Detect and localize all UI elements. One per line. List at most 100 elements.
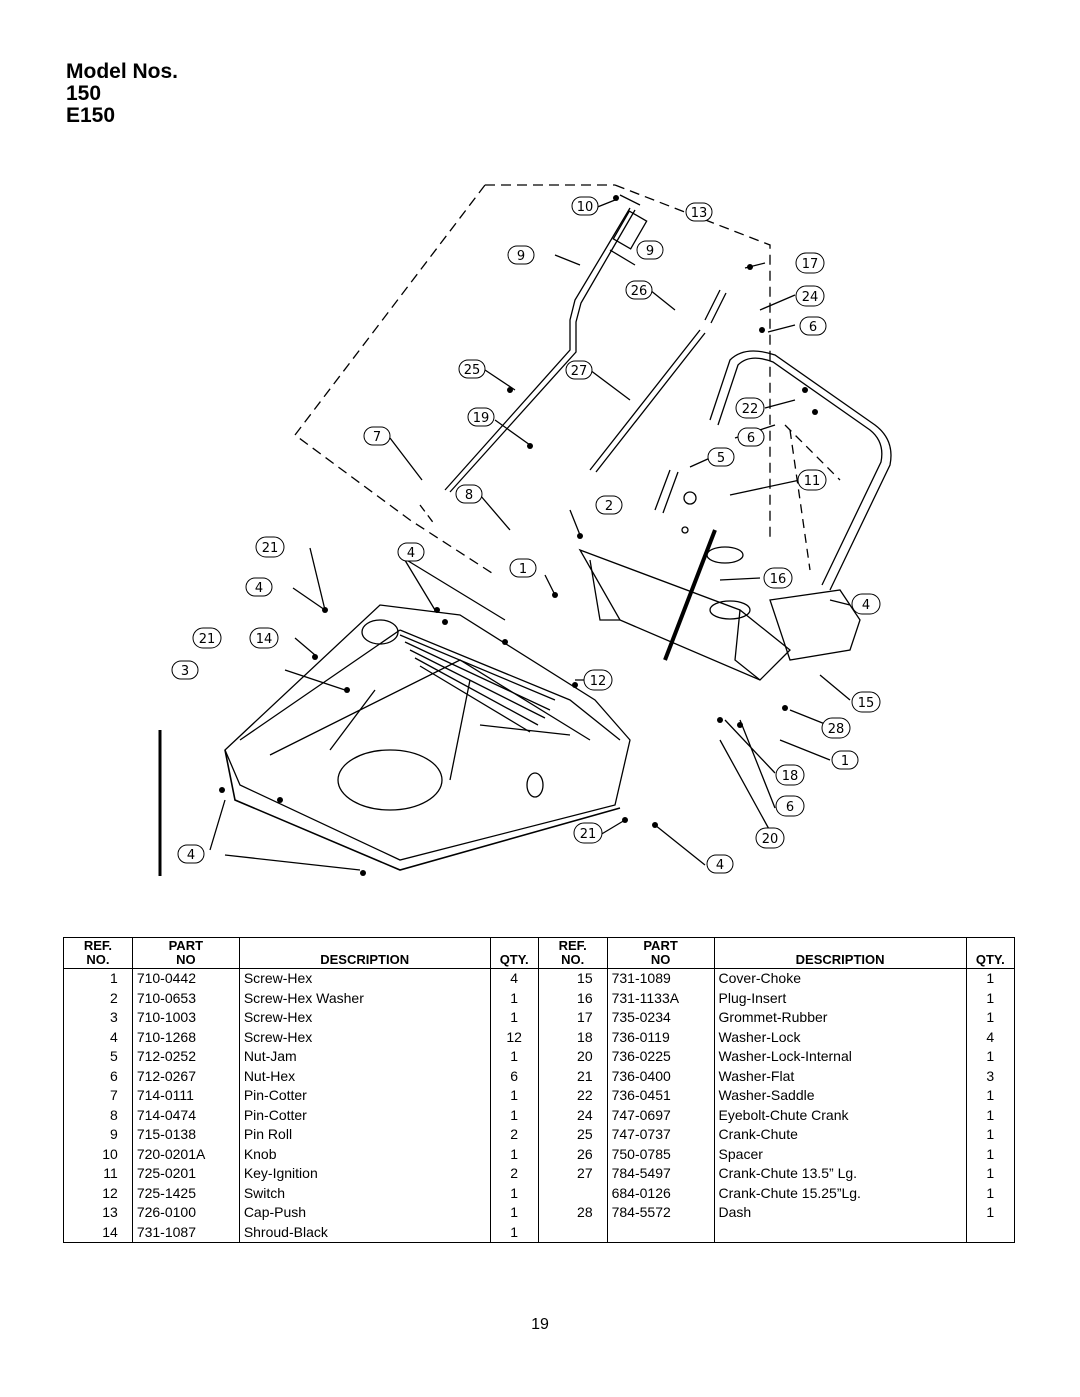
left-desc-cell: Key-Ignition	[238, 1164, 491, 1184]
crank-chute-rod-2	[589, 329, 706, 473]
right-qty-cell: 4	[965, 1027, 1016, 1047]
right-part-cell: 731-1089	[606, 968, 715, 989]
right-qty-cell: 1	[965, 1008, 1016, 1028]
svg-text:9: 9	[646, 244, 654, 259]
left-ref-cell: 2	[63, 988, 133, 1008]
svg-text:22: 22	[742, 402, 759, 417]
left-part-cell: 710-0653	[131, 988, 240, 1008]
title-model-nos: Model Nos.	[66, 60, 179, 83]
left-desc-cell: Nut-Hex	[238, 1066, 491, 1086]
header-partno-left: NO	[131, 952, 240, 969]
right-desc-cell: Washer-Saddle	[713, 1086, 967, 1106]
header-blank-qty-right	[965, 937, 1016, 952]
dash-bracket	[578, 548, 791, 681]
left-qty-cell: 1	[489, 1183, 539, 1203]
svg-text:20: 20	[762, 832, 779, 847]
right-desc-cell: Crank-Chute	[713, 1125, 967, 1145]
right-desc-cell: Cover-Choke	[713, 968, 967, 989]
header-no-left: NO.	[63, 952, 133, 969]
right-ref-cell	[537, 1183, 608, 1203]
svg-text:4: 4	[862, 598, 870, 613]
right-ref-cell: 24	[537, 1105, 608, 1125]
right-desc-cell: Grommet-Rubber	[713, 1008, 967, 1028]
right-ref-cell: 18	[537, 1027, 608, 1047]
left-desc-cell: Cap-Push	[238, 1203, 491, 1223]
left-qty-cell: 1	[489, 1203, 539, 1223]
svg-text:2: 2	[605, 499, 613, 514]
left-part-cell: 726-0100	[131, 1203, 240, 1223]
svg-text:9: 9	[517, 249, 525, 264]
left-part-cell: 710-1003	[131, 1008, 240, 1028]
left-qty-cell: 1	[489, 1086, 539, 1106]
left-part-cell: 714-0111	[131, 1086, 240, 1106]
left-qty-cell: 1	[489, 1222, 539, 1243]
left-part-cell: 731-1087	[131, 1222, 240, 1243]
left-desc-cell: Pin-Cotter	[238, 1105, 491, 1125]
svg-text:1: 1	[841, 754, 849, 769]
table-header-row-1: REF. PART REF. PART	[63, 937, 1016, 952]
header-ref-right: REF.	[537, 937, 608, 952]
left-ref-cell: 5	[63, 1047, 133, 1067]
svg-text:15: 15	[858, 696, 875, 711]
header-qty-right: QTY.	[965, 952, 1016, 969]
left-ref-cell: 8	[63, 1105, 133, 1125]
right-qty-cell: 1	[965, 1105, 1016, 1125]
svg-text:28: 28	[828, 722, 845, 737]
svg-text:21: 21	[199, 632, 216, 647]
right-desc-cell: Washer-Lock-Internal	[713, 1047, 967, 1067]
left-part-cell: 725-1425	[131, 1183, 240, 1203]
left-part-cell: 712-0267	[131, 1066, 240, 1086]
svg-text:4: 4	[407, 546, 415, 561]
left-desc-cell: Screw-Hex	[238, 1008, 491, 1028]
left-ref-cell: 1	[63, 968, 133, 989]
svg-text:24: 24	[802, 290, 819, 305]
svg-text:4: 4	[716, 858, 724, 873]
svg-text:21: 21	[580, 827, 597, 842]
left-qty-cell: 4	[489, 968, 539, 989]
left-desc-cell: Knob	[238, 1144, 491, 1164]
left-desc-cell: Nut-Jam	[238, 1047, 491, 1067]
right-desc-cell: Plug-Insert	[713, 988, 967, 1008]
header-blank-desc-left	[238, 937, 491, 952]
right-qty-cell: 3	[965, 1066, 1016, 1086]
left-ref-cell: 11	[63, 1164, 133, 1184]
header-description-right: DESCRIPTION	[713, 952, 967, 969]
right-desc-cell: Washer-Lock	[713, 1027, 967, 1047]
left-desc-cell: Screw-Hex Washer	[238, 988, 491, 1008]
right-qty-cell: 1	[965, 988, 1016, 1008]
right-desc-cell: Crank-Chute 15.25”Lg.	[713, 1183, 967, 1203]
left-qty-cell: 1	[489, 1144, 539, 1164]
right-ref-cell: 21	[537, 1066, 608, 1086]
left-qty-cell: 1	[489, 1047, 539, 1067]
right-desc-cell: Spacer	[713, 1144, 967, 1164]
right-qty-cell: 1	[965, 1144, 1016, 1164]
left-qty-cell: 2	[489, 1125, 539, 1145]
page-title: Model Nos. 150 E150	[66, 61, 178, 127]
svg-text:5: 5	[717, 451, 725, 466]
left-qty-cell: 1	[489, 988, 539, 1008]
right-desc-cell: Washer-Flat	[713, 1066, 967, 1086]
right-qty-cell: 1	[965, 1047, 1016, 1067]
right-part-cell: 684-0126	[606, 1183, 715, 1203]
left-desc-cell: Pin Roll	[238, 1125, 491, 1145]
svg-text:16: 16	[770, 572, 787, 587]
callout-labels: 10 13 9 9 17 26 24 6 25 27 22 19 7 6 5 1…	[181, 200, 874, 873]
left-ref-cell: 10	[63, 1144, 133, 1164]
svg-text:1: 1	[519, 562, 527, 577]
right-qty-cell: 1	[965, 968, 1016, 989]
right-qty-cell: 1	[965, 1164, 1016, 1184]
svg-text:3: 3	[181, 664, 189, 679]
svg-text:18: 18	[782, 769, 799, 784]
diagram-svg: 10 13 9 9 17 26 24 6 25 27 22 19 7 6 5 1…	[158, 184, 892, 876]
left-ref-cell: 7	[63, 1086, 133, 1106]
svg-text:4: 4	[255, 581, 263, 596]
right-ref-cell: 22	[537, 1086, 608, 1106]
